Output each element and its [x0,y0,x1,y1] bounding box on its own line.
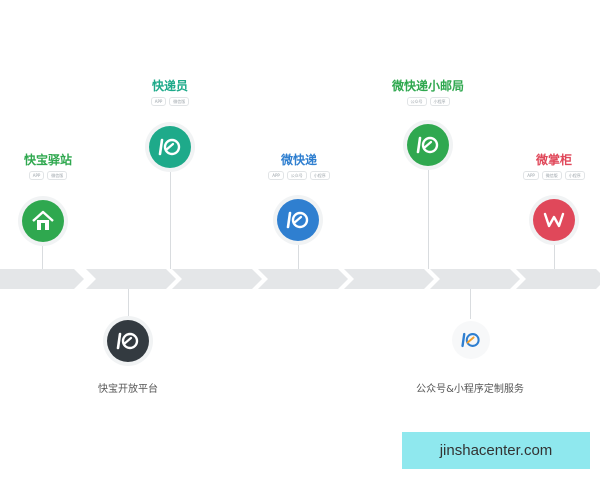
tag-row: APP 微信版 小程序 [494,171,600,180]
product-name: 快宝驿站 [23,153,72,167]
connector-line [42,236,43,269]
tag-row: APP 微信版 [110,97,230,106]
k-logo-icon-badge [403,120,453,170]
connector-line [470,289,471,319]
tag: APP [150,97,167,106]
tag-row: 公众号 小程序 [368,97,488,106]
w-logo-icon-badge [529,195,579,245]
connector-line [170,172,171,269]
product-weikuaidi: 微快递 APP 公众号 小程序 [239,152,359,180]
tag: APP [28,171,45,180]
k-logo-icon [107,320,149,362]
tag: 微信版 [47,171,68,180]
house-icon [22,200,64,242]
tag: 微信版 [169,97,190,106]
timeline-chevron [430,269,520,289]
watermark-label: jinshacenter.com [402,432,590,469]
k-logo-icon [407,124,449,166]
product-name: 快递员 [151,79,188,93]
connector-line [554,244,555,269]
product-name: 微快递 [280,153,317,167]
connector-line [428,170,429,269]
timeline-chevron [516,269,600,289]
house-icon-badge [18,196,68,246]
timeline-chevron [258,269,348,289]
timeline-chevron [172,269,262,289]
product-kuaibao-yizhan: 快宝驿站 APP 微信版 [0,152,108,180]
tag: APP [268,171,284,180]
product-kuaidiyuan: 快递员 APP 微信版 [110,78,230,106]
k-logo-icon-badge [103,316,153,366]
tag-row: APP 公众号 小程序 [239,171,359,180]
timeline-chevron [344,269,434,289]
product-weizhanggui: 微掌柜 APP 微信版 小程序 [494,152,600,180]
k-logo-icon-badge [145,122,195,172]
product-caption: 快宝开放平台 [98,384,158,395]
tag: 公众号 [406,97,427,106]
k-logo-icon [149,126,191,168]
k-logo-icon [456,325,486,355]
connector-line [128,289,129,316]
product-weikuaidi-xiaoyouju: 微快递小邮局 公众号 小程序 [368,78,488,106]
connector-line [298,244,299,269]
tag: 公众号 [286,171,307,180]
timeline-chevron [0,269,84,289]
tag: 小程序 [309,171,330,180]
product-name: 微掌柜 [535,153,572,167]
w-logo-icon [533,199,575,241]
k-logo-icon [277,199,319,241]
timeline-chevron [86,269,176,289]
k-logo-icon-badge [273,195,323,245]
tag: 小程序 [429,97,450,106]
product-name: 微快递小邮局 [391,79,464,93]
k-logo-icon-badge [452,321,490,359]
tag: 小程序 [564,171,585,180]
tag: 微信版 [541,171,562,180]
product-caption: 公众号&小程序定制服务 [416,384,524,395]
tag: APP [523,171,539,180]
tag-row: APP 微信版 [0,171,108,180]
